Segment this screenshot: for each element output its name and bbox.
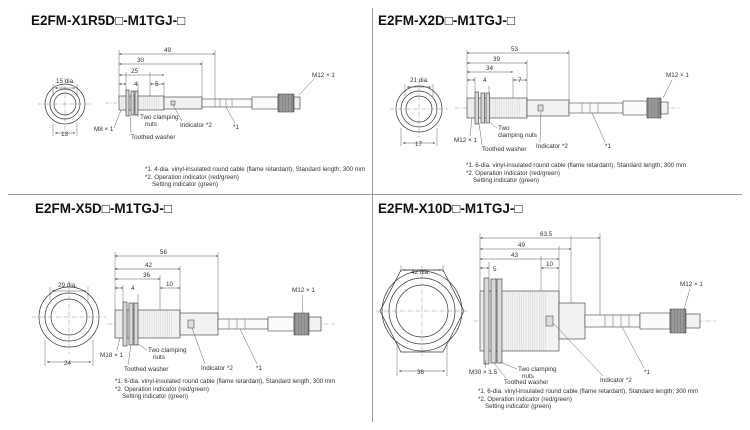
front-view: 42 dia. 36 xyxy=(376,265,468,376)
front-view: 15 dia. 13 xyxy=(38,78,92,138)
dim-34: 34 xyxy=(486,65,494,72)
note-setting: Setting indicator (green) xyxy=(473,177,540,184)
dim-43: 43 xyxy=(511,252,519,259)
dim-39: 39 xyxy=(493,56,501,63)
dim-49: 49 xyxy=(164,47,172,54)
dim-4: 4 xyxy=(134,81,138,88)
front-dia-label: 29 dia. xyxy=(58,282,77,289)
note-cable: *1. 6-dia. vinyl-insulated round cable (… xyxy=(478,388,699,395)
drawing-x2: 21 dia. 17 xyxy=(390,46,689,153)
front-dia-label: 42 dia. xyxy=(411,269,430,276)
dim-53: 53 xyxy=(511,46,519,53)
note-cable: *1. 6-dia. vinyl-insulated round cable (… xyxy=(115,378,336,385)
label-cable: *1 xyxy=(644,369,650,376)
front-width-label: 17 xyxy=(415,141,423,148)
note-indicator: *2. Operation indicator (red/green) xyxy=(478,395,572,403)
label-washer: Toothed washer xyxy=(124,366,168,373)
front-view: 21 dia. 17 xyxy=(390,77,448,148)
panel-x5: E2FM-X5D□-M1TGJ-□ *1. 6-dia. vinyl-insul… xyxy=(0,194,372,430)
horizontal-divider xyxy=(8,194,742,195)
label-thread: M30 × 1.5 xyxy=(469,369,498,376)
dim-25: 25 xyxy=(131,68,139,75)
side-view: 63.5 49 43 5 10 M12 × 1 M30 × 1.5 Two cl… xyxy=(469,231,716,386)
dim-10: 10 xyxy=(546,261,554,268)
label-indicator: Indicator *2 xyxy=(201,365,233,372)
label-indicator: Indicator *2 xyxy=(180,122,212,129)
panel-title: E2FM-X1R5D□-M1TGJ-□ xyxy=(31,13,186,28)
side-view: 49 30 25 4 5 M12 × 1 M8 × 1 Two clamping… xyxy=(94,47,335,141)
panel-x1r5: E2FM-X1R5D□-M1TGJ-□ *1. 4-dia. vinyl-ins… xyxy=(0,0,372,194)
front-view: 29 dia. 24 xyxy=(32,280,106,367)
front-width-label: 13 xyxy=(61,131,69,138)
panel-x2: E2FM-X2D□-M1TGJ-□ *1. 6-dia. vinyl-insul… xyxy=(372,0,750,194)
dim-36: 36 xyxy=(143,272,151,279)
drawing-x5: 29 dia. 24 xyxy=(32,249,335,373)
panel-x10: E2FM-X10D□-M1TGJ-□ *1. 6-dia. vinyl-insu… xyxy=(372,194,750,430)
dim-10: 10 xyxy=(166,281,174,288)
label-washer: Toothed washer xyxy=(131,134,175,141)
dim-42: 42 xyxy=(145,262,153,269)
drawing-x10: 42 dia. 36 xyxy=(376,231,716,386)
front-width-label: 36 xyxy=(417,369,425,376)
dim-30: 30 xyxy=(137,57,145,64)
panel-title: E2FM-X5D□-M1TGJ-□ xyxy=(35,201,173,216)
label-cable: *1 xyxy=(605,143,611,150)
note-cable: *1. 4-dia. vinyl-insulated round cable (… xyxy=(145,166,366,173)
dim-49: 49 xyxy=(518,242,526,249)
label-connector: M12 × 1 xyxy=(312,72,335,79)
note-setting: Setting indicator (green) xyxy=(152,181,219,188)
panel-title: E2FM-X10D□-M1TGJ-□ xyxy=(378,201,523,216)
note-indicator: *2. Operation indicator (red/green) xyxy=(466,169,560,177)
drawing-x1r5: 15 dia. 13 xyxy=(38,47,335,141)
dim-56: 56 xyxy=(160,249,168,256)
label-indicator: Indicator *2 xyxy=(536,143,568,150)
dim-7: 7 xyxy=(518,77,522,84)
dim-5: 5 xyxy=(493,266,497,273)
dim-4: 4 xyxy=(131,285,135,292)
dim-63-5: 63.5 xyxy=(540,231,553,238)
note-indicator: *2. Operation indicator (red/green) xyxy=(145,173,239,181)
label-thread: M8 × 1 xyxy=(94,126,114,133)
label-thread: M18 × 1 xyxy=(100,352,123,359)
label-cable: *1 xyxy=(233,124,239,131)
label-connector: M12 × 1 xyxy=(292,287,315,294)
dim-5: 5 xyxy=(155,81,159,88)
label-washer: Toothed washer xyxy=(504,379,548,386)
note-indicator: *2. Operation indicator (red/green) xyxy=(115,385,209,393)
label-thread: M12 × 1 xyxy=(454,137,477,144)
front-dia-label: 15 dia. xyxy=(56,78,75,85)
label-indicator: Indicator *2 xyxy=(600,377,632,384)
label-cable: *1 xyxy=(256,365,262,372)
vertical-divider xyxy=(372,8,373,422)
front-dia-label: 21 dia. xyxy=(410,77,429,84)
note-setting: Setting indicator (green) xyxy=(122,393,189,400)
note-cable: *1. 6-dia. vinyl-insulated round cable (… xyxy=(466,162,687,169)
note-setting: Setting indicator (green) xyxy=(485,403,552,410)
dim-4: 4 xyxy=(483,77,487,84)
side-view: 56 42 36 4 10 M12 × 1 M18 × 1 Two clampi… xyxy=(100,249,335,373)
panel-title: E2FM-X2D□-M1TGJ-□ xyxy=(378,13,516,28)
front-width-label: 24 xyxy=(64,360,72,367)
label-washer: Toothed washer xyxy=(482,146,526,153)
label-connector: M12 × 1 xyxy=(666,72,689,79)
label-connector: M12 × 1 xyxy=(680,281,703,288)
